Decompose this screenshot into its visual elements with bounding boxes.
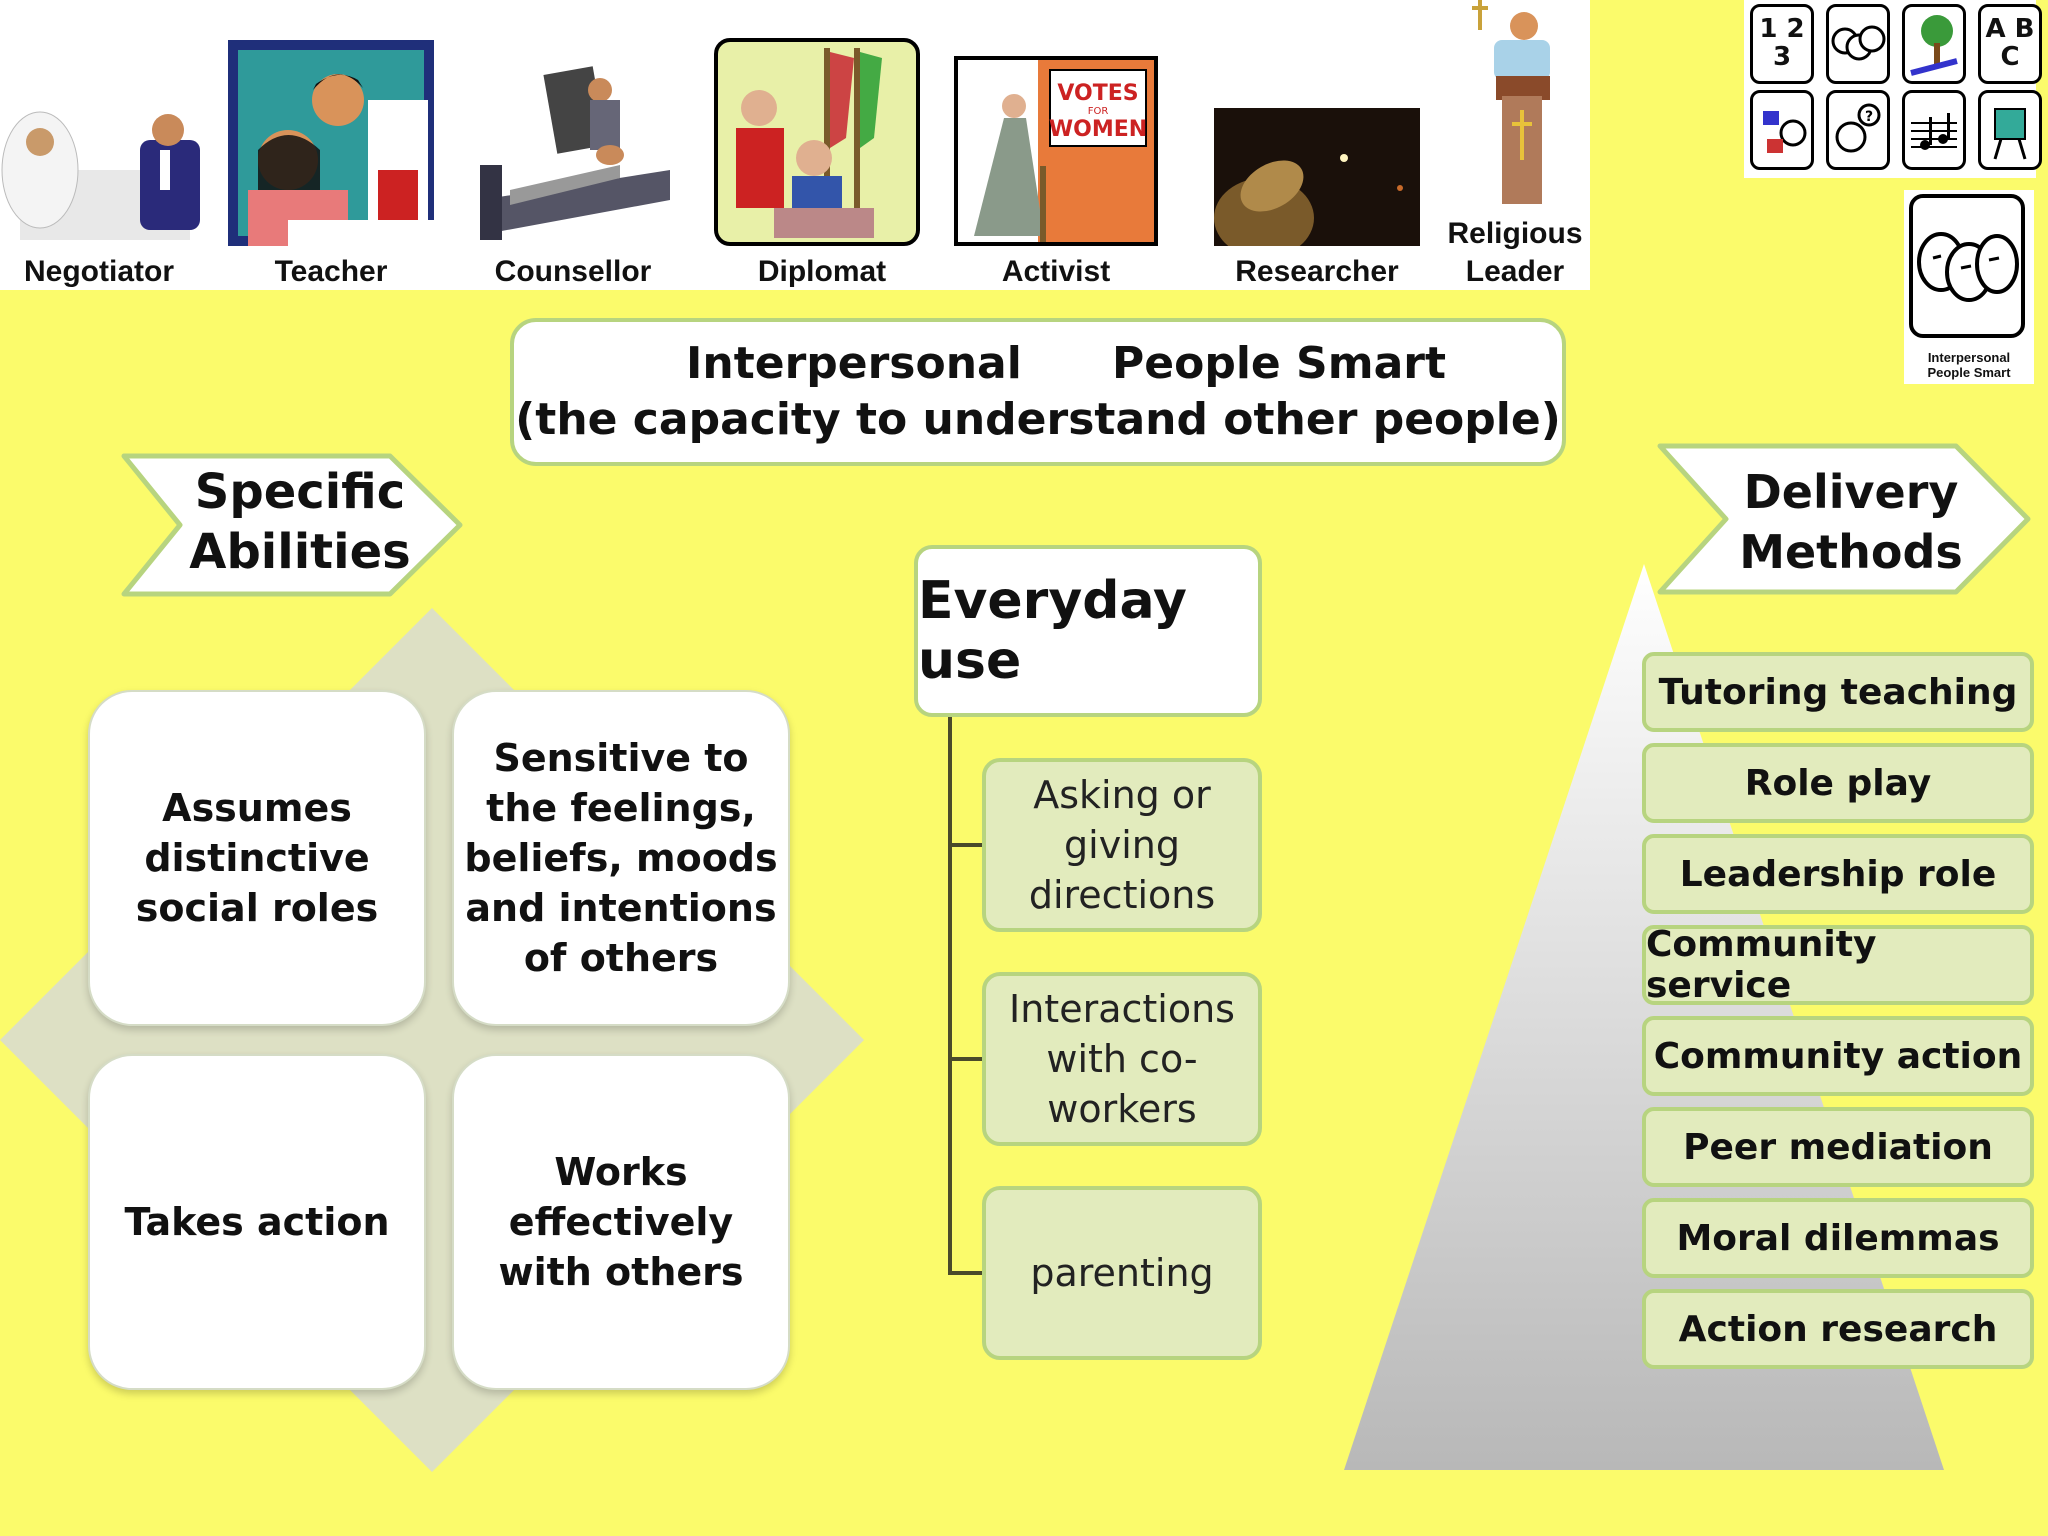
specific-abilities-heading: Specific Abilities: [160, 462, 440, 582]
everyday-connector-branch: [948, 1057, 982, 1061]
diplomat-picture: [714, 38, 920, 246]
ability-card: Assumes distinctive social roles: [88, 690, 426, 1026]
everyday-connector-branch: [948, 843, 982, 847]
visual-art-icon: [1978, 90, 2042, 170]
careers-strip: Negotiator Teacher Counsellor: [0, 0, 1590, 290]
career-label-line2: Leader: [1465, 255, 1565, 288]
delivery-methods-line1: Delivery: [1743, 465, 1959, 519]
specific-abilities-line1: Specific: [194, 464, 406, 520]
delivery-methods-heading: Delivery Methods: [1716, 462, 1986, 582]
svg-text:WOMEN: WOMEN: [1049, 117, 1147, 142]
everyday-use-item: parenting: [982, 1186, 1262, 1360]
ability-card: Takes action: [88, 1054, 426, 1390]
everyday-use-item: Asking or giving directions: [982, 758, 1262, 932]
badge-caption-line2: People Smart: [1927, 365, 2011, 380]
title-right: People Smart: [1112, 338, 1447, 389]
negotiator-picture: [1, 111, 200, 240]
intelligence-icon-grid: 1 2 3 A B C ?: [1744, 0, 2042, 178]
interpersonal-badge: Interpersonal People Smart: [1904, 190, 2034, 384]
svg-text:VOTES: VOTES: [1057, 81, 1138, 106]
ability-card: Sensitive to the feelings, beliefs, mood…: [452, 690, 790, 1026]
delivery-methods-line2: Methods: [1739, 525, 1963, 579]
letters-icon: A B C: [1978, 4, 2042, 84]
interpersonal-faces-icon: [1909, 194, 2025, 338]
badge-caption: Interpersonal People Smart: [1904, 350, 2034, 380]
researcher-picture: [1214, 108, 1420, 246]
delivery-method-item: Peer mediation: [1642, 1107, 2034, 1187]
everyday-use-item: Interactions with co-workers: [982, 972, 1262, 1146]
delivery-method-item: Leadership role: [1642, 834, 2034, 914]
specific-abilities-chevron: [121, 453, 463, 597]
numbers-icon: 1 2 3: [1750, 4, 1814, 84]
career-label: Diplomat: [757, 255, 887, 288]
nature-icon: [1902, 4, 1966, 84]
badge-caption-line1: Interpersonal: [1927, 350, 2011, 365]
delivery-method-item: Role play: [1642, 743, 2034, 823]
specific-abilities-line2: Abilities: [189, 524, 411, 580]
title-box: Interpersonal People Smart (the capacity…: [510, 318, 1566, 466]
faces-icon: [1826, 4, 1890, 84]
body-kinesthetic-icon: [1750, 90, 1814, 170]
career-label: Negotiator: [24, 255, 174, 288]
career-label: Activist: [1001, 255, 1111, 288]
delivery-method-item: Community service: [1642, 924, 2034, 1006]
career-label: Counsellor: [494, 255, 652, 288]
career-label-line1: Religious: [1447, 217, 1583, 250]
career-label: Religious Leader: [1400, 215, 1630, 291]
title-left: Interpersonal: [686, 338, 1022, 389]
svg-text:FOR: FOR: [1088, 106, 1109, 117]
everyday-connector-branch: [948, 1271, 982, 1275]
delivery-method-item: Community action: [1642, 1016, 2034, 1096]
music-icon: [1902, 90, 1966, 170]
activist-picture: VOTES FOR WOMEN: [954, 56, 1158, 246]
delivery-method-item: Moral dilemmas: [1642, 1198, 2034, 1278]
teacher-picture: [228, 40, 434, 246]
title-subtitle: (the capacity to understand other people…: [515, 394, 1561, 445]
career-label: Researcher: [1235, 255, 1399, 288]
delivery-method-item: Tutoring teaching: [1642, 652, 2034, 732]
delivery-methods-chevron: [1657, 443, 2031, 595]
religious-leader-picture: [1472, 0, 1550, 204]
delivery-method-item: Action research: [1642, 1289, 2034, 1369]
svg-text:?: ?: [1865, 109, 1873, 125]
everyday-connector-line: [948, 717, 952, 1273]
career-label: Teacher: [274, 255, 388, 288]
counsellor-picture: [480, 66, 670, 240]
thinking-icon: ?: [1826, 90, 1890, 170]
everyday-use-heading: Everyday use: [914, 545, 1262, 717]
ability-card: Works effectively with others: [452, 1054, 790, 1390]
